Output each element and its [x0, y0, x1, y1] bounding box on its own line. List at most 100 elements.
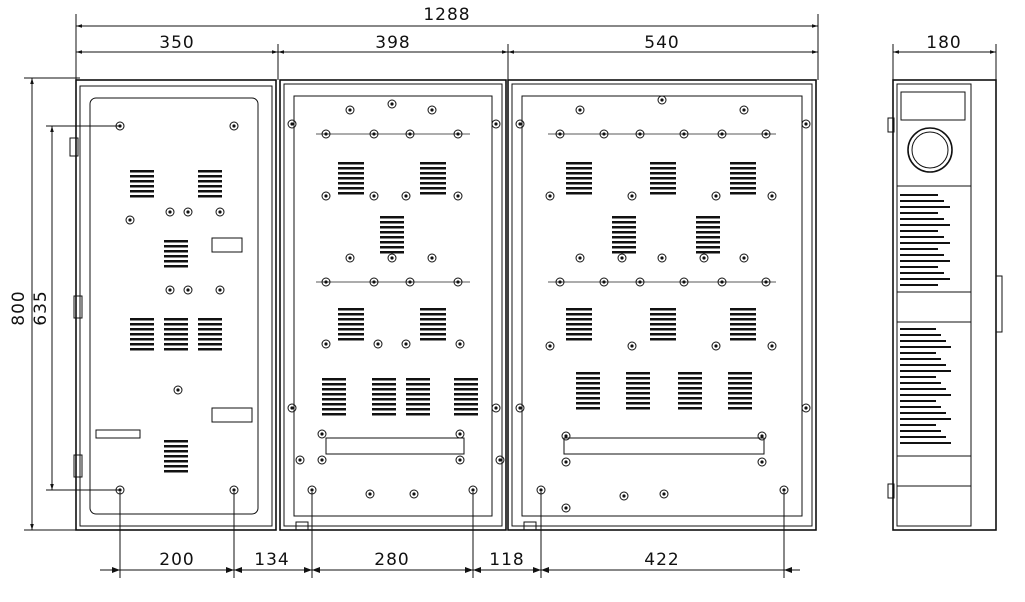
mounting-hole	[287, 403, 297, 413]
vent-slot	[454, 378, 478, 381]
vent-slot	[420, 338, 446, 341]
mounting-hole	[679, 277, 689, 287]
meter-dial-inner	[911, 131, 949, 169]
right-panel-width-label: 540	[644, 33, 679, 53]
mounting-hole	[659, 489, 669, 499]
right-panel-outer	[507, 79, 817, 531]
vent-slot	[198, 175, 222, 178]
vent-slot	[454, 413, 478, 416]
mounting-hole	[757, 431, 767, 441]
vent-slot	[900, 230, 938, 232]
vent-slot	[900, 388, 946, 390]
vent-slot	[338, 323, 364, 326]
vent-slot	[420, 318, 446, 321]
mounting-hole	[387, 253, 397, 263]
mounting-hole	[295, 455, 305, 465]
vent-slot	[612, 231, 636, 234]
mounting-hole-center	[764, 280, 768, 284]
mounting-hole	[717, 129, 727, 139]
mounting-hole	[657, 95, 667, 105]
bottom-arrows	[112, 567, 792, 573]
vent-slots	[900, 194, 951, 444]
hinge-icon	[887, 117, 1003, 499]
mounting-hole-center	[186, 288, 190, 292]
mounting-hole-center	[620, 256, 624, 260]
vent-slot	[730, 308, 756, 311]
vent-slot	[728, 387, 752, 390]
mounting-hole	[369, 277, 379, 287]
mounting-holes	[115, 121, 239, 495]
vent-slot	[626, 397, 650, 400]
vent-slot	[420, 192, 446, 195]
mounting-hole-center	[742, 256, 746, 260]
mounting-hole	[287, 119, 297, 129]
vent-slot	[420, 167, 446, 170]
vent-slot	[406, 388, 430, 391]
vent-slot	[696, 241, 720, 244]
mounting-hole-center	[770, 344, 774, 348]
vent-slot	[164, 265, 188, 268]
mounting-hole	[115, 121, 125, 131]
mounting-hole-center	[770, 194, 774, 198]
vent-slot	[650, 308, 676, 311]
mounting-hole-center	[430, 108, 434, 112]
terminal-block	[211, 237, 243, 253]
vent-slot	[900, 364, 946, 366]
mounting-hole	[455, 455, 465, 465]
vent-slot	[576, 397, 600, 400]
vent-slot	[420, 182, 446, 185]
mounting-hole-center	[176, 388, 180, 392]
mounting-hole	[345, 105, 355, 115]
vent-slot	[728, 402, 752, 405]
vent-slot	[900, 442, 951, 444]
vent-slot	[164, 343, 188, 346]
vent-slot	[406, 393, 430, 396]
vent-slot	[322, 383, 346, 386]
vent-slot	[372, 393, 396, 396]
mounting-hole	[183, 207, 193, 217]
mounting-hole-center	[372, 194, 376, 198]
vent-slot	[380, 231, 404, 234]
mounting-hole-center	[390, 256, 394, 260]
mounting-hole	[739, 105, 749, 115]
vent-slot	[566, 328, 592, 331]
mounting-hole-center	[324, 194, 328, 198]
vent-slot	[164, 455, 188, 458]
vent-slot	[198, 180, 222, 183]
mounting-hole-center	[390, 102, 394, 106]
vent-slot	[380, 246, 404, 249]
mounting-hole	[183, 285, 193, 295]
mounting-hole-center	[320, 432, 324, 436]
mounting-hole	[455, 339, 465, 349]
vent-slot	[406, 383, 430, 386]
mounting-hole	[711, 341, 721, 351]
mounting-hole	[215, 207, 225, 217]
vent-slot	[900, 418, 951, 420]
vent-slot	[650, 323, 676, 326]
vent-slot	[566, 187, 592, 190]
vent-slot	[338, 187, 364, 190]
vent-slot	[164, 333, 188, 336]
vent-slot	[420, 333, 446, 336]
mounting-hole	[495, 455, 505, 465]
vent-slot	[420, 187, 446, 190]
vent-slot	[678, 397, 702, 400]
vent-slot	[130, 180, 154, 183]
mounting-hole-center	[804, 122, 808, 126]
mounting-hole-center	[660, 256, 664, 260]
vent-slot	[612, 241, 636, 244]
vent-slot	[730, 318, 756, 321]
vent-slot	[678, 387, 702, 390]
vent-slot	[164, 255, 188, 258]
mounting-hole-center	[232, 124, 236, 128]
mounting-hole-center	[602, 132, 606, 136]
right-panel-frame	[511, 83, 813, 527]
vent-slot	[566, 333, 592, 336]
vent-slot	[380, 251, 404, 254]
vent-slot	[164, 338, 188, 341]
left-panel-outer	[75, 79, 277, 531]
mounting-hole-center	[564, 460, 568, 464]
vent-slot	[338, 338, 364, 341]
vent-slot	[420, 162, 446, 165]
vent-slot	[198, 333, 222, 336]
